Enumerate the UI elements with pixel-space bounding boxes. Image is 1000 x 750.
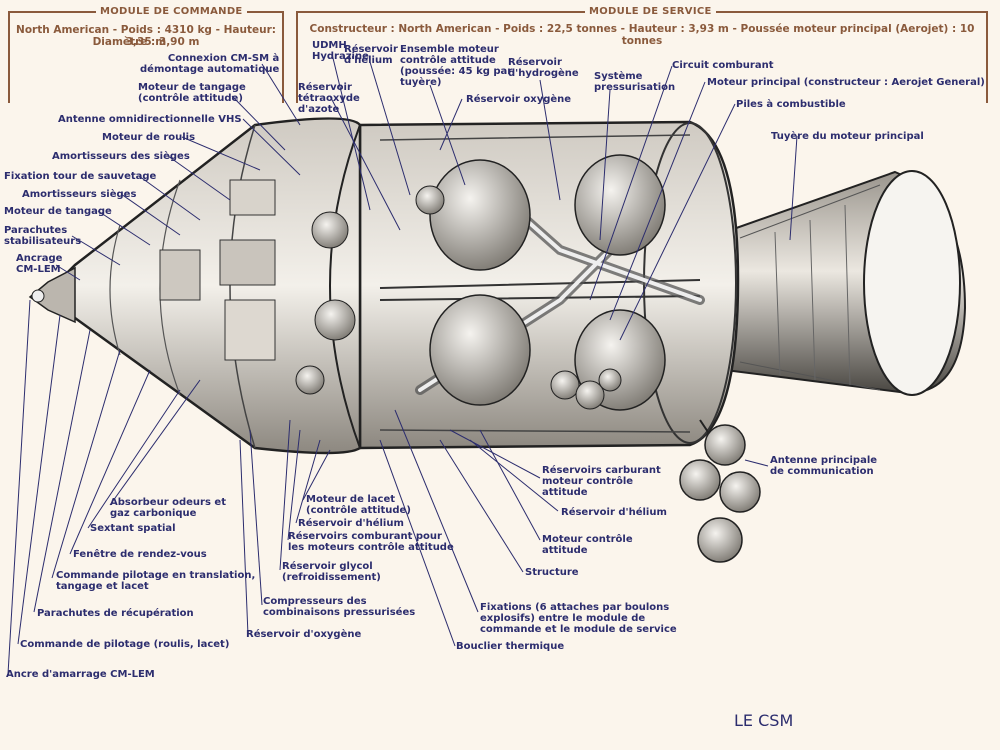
label-piles-combustible: Piles à combustible [736,99,846,110]
service-module-body [358,120,740,450]
high-gain-antenna [679,419,761,563]
main-engine-nozzle [724,170,967,396]
command-module-title: MODULE DE COMMANDE [96,6,247,17]
label-reservoir-oxygene-bottom: Réservoir d'oxygène [246,629,362,640]
docking-probe [28,266,76,324]
propellant-tanks [415,154,666,411]
label-moteur-tangage-top: Moteur de tangage(contrôle attitude) [138,82,246,104]
label-reservoir-helium-right: Réservoir d'hélium [561,507,667,518]
label-moteur-principal: Moteur principal (constructeur : Aerojet… [707,77,985,88]
service-module-specs: Constructeur : North American - Poids : … [309,23,975,47]
label-sextant: Sextant spatial [90,523,176,534]
label-moteur-roulis: Moteur de roulis [102,132,196,143]
service-module-bracket-right [986,11,988,103]
label-amortisseurs-sieges-2: Amortisseurs sièges [22,189,137,200]
service-module-title: MODULE DE SERVICE [585,6,716,17]
command-module-body [43,117,362,455]
command-module-specs-line1: North American - Poids : 4310 kg - Haute… [16,24,276,48]
label-fenetre: Fenêtre de rendez-vous [73,549,207,560]
label-commande-pilotage: Commande de pilotage (roulis, lacet) [20,639,230,650]
label-reservoir-helium-bottom: Réservoir d'hélium [298,518,404,529]
label-tuyere: Tuyère du moteur principal [771,131,924,142]
command-module-specs-line2: Diamètre : 3,90 m [92,36,200,48]
label-amortisseurs-sieges-1: Amortisseurs des sièges [52,151,190,162]
label-circuit-comburant: Circuit comburant [672,60,774,71]
figure-caption: LE CSM [734,711,794,730]
label-moteur-tangage-left: Moteur de tangage [4,206,112,217]
label-reservoir-oxygene-top: Réservoir oxygène [466,94,572,105]
label-commande-translation: Commande pilotage en translation,tangage… [56,570,256,592]
command-module-bracket-right [282,11,284,103]
label-structure: Structure [525,567,579,578]
label-fixation-tour: Fixation tour de sauvetage [4,171,157,182]
label-moteur-lacet: Moteur de lacet(contrôle attitude) [306,494,411,516]
label-reservoir-glycol: Réservoir glycol(refroidissement) [282,561,381,583]
label-parachutes-recuperation: Parachutes de récupération [37,608,194,619]
label-ancre-amarrage: Ancre d'amarrage CM-LEM [6,669,155,680]
label-bouclier-thermique: Bouclier thermique [456,641,565,652]
service-module-bracket-left [296,11,298,103]
leader-lines [7,53,798,675]
label-antenne-vhs: Antenne omnidirectionnelle VHS [58,114,242,125]
command-module-bracket-left [8,11,10,103]
